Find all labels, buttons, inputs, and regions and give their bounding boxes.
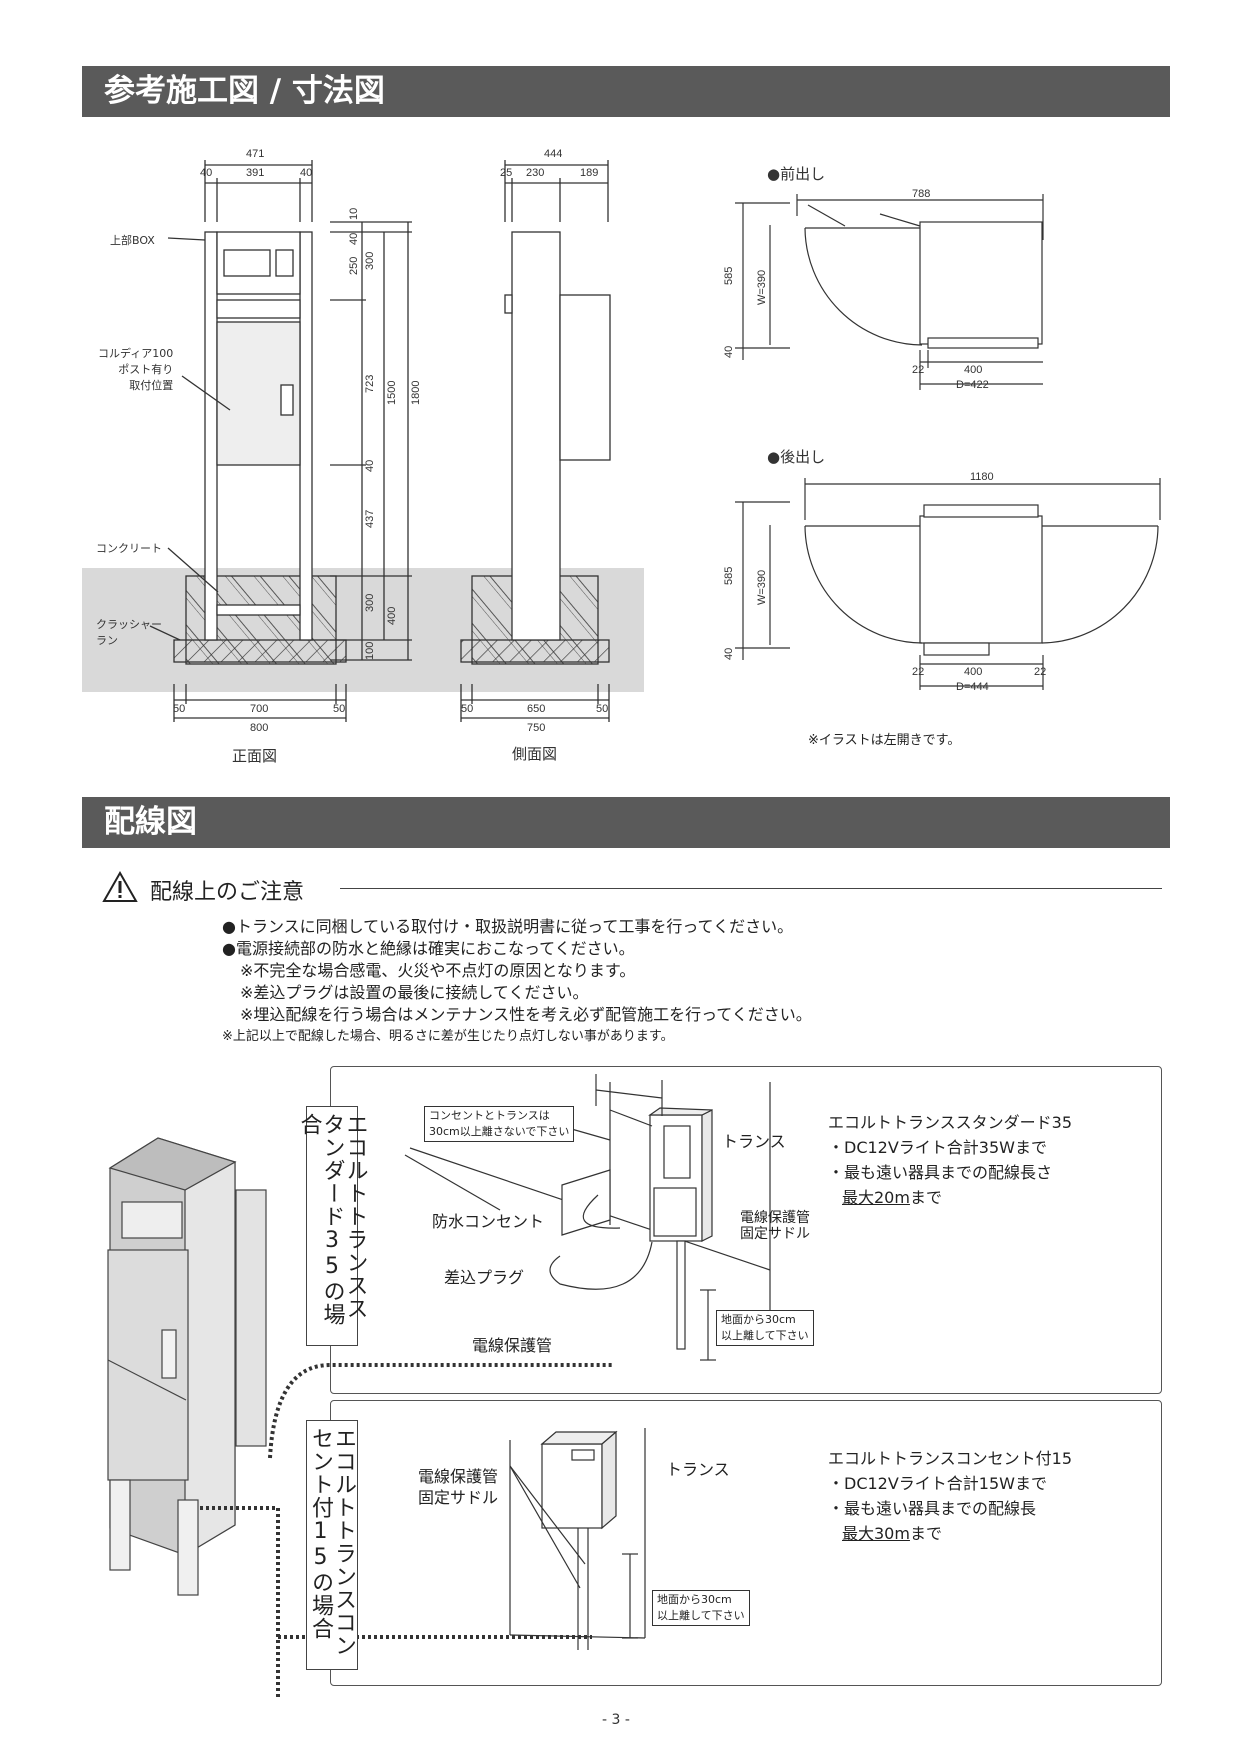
caution-rule bbox=[340, 888, 1162, 889]
caution-line-1: ●トランスに同梱している取付け・取扱説明書に従って工事を行ってください。 bbox=[222, 917, 794, 936]
wiring-illustrations bbox=[107, 1074, 771, 1700]
side-bdim-left: 50 bbox=[461, 703, 474, 715]
note-ground-outlet: 地面から30cm 以上離して下さい bbox=[652, 1590, 750, 1626]
side-bdim-middle: 650 bbox=[527, 703, 546, 715]
side-dim-b: 230 bbox=[526, 167, 545, 179]
warning-icon bbox=[102, 871, 138, 902]
page-number: - 3 - bbox=[602, 1712, 630, 1728]
wiring-panel-outlet bbox=[330, 1400, 1162, 1686]
label-plug: 差込プラグ bbox=[444, 1268, 525, 1287]
post-illustration bbox=[107, 1137, 267, 1596]
front-bdim-total: 800 bbox=[250, 722, 269, 734]
front-vdim-5: 1500 bbox=[386, 380, 398, 405]
front-vdim-11: 100 bbox=[364, 641, 376, 660]
plan-back-depth-585: 585 bbox=[723, 566, 735, 585]
side-view-drawing bbox=[460, 160, 611, 722]
front-vdim-4: 723 bbox=[364, 374, 376, 393]
label-vertical-outlet: エコルトトランスコンセント付15の場合 bbox=[306, 1420, 358, 1670]
front-vdim-10: 400 bbox=[386, 606, 398, 625]
plan-back-width: 1180 bbox=[970, 471, 994, 483]
spec-outlet: エコルトトランスコンセント付15 ・DC12Vライト合計15Wまで ・最も遠い器… bbox=[828, 1449, 1073, 1543]
plan-front-b2: D=422 bbox=[956, 379, 989, 391]
front-dim-total: 471 bbox=[246, 148, 265, 160]
plan-back-drawing bbox=[735, 478, 1161, 690]
plan-back-b2: 22 bbox=[1034, 666, 1047, 678]
plan-back-b1: 400 bbox=[964, 666, 983, 678]
front-vdim-2: 250 bbox=[348, 256, 360, 275]
front-vdim-0: 10 bbox=[348, 207, 360, 220]
plan-back-b0: 22 bbox=[912, 666, 925, 678]
illustration-note: ※イラストは左開きです。 bbox=[808, 733, 961, 748]
label-concrete: コンクリート bbox=[96, 542, 162, 555]
plan-front-depth-585: 585 bbox=[723, 266, 735, 285]
label-mount-position: コルディア100 ポスト有り 取付位置 bbox=[98, 347, 174, 392]
label-crusher-run: クラッシャー ラン bbox=[96, 618, 162, 647]
plan-front-title: ●前出し bbox=[767, 165, 826, 183]
label-vertical-standard: エコルトトランススタンダード35の場合 bbox=[297, 1106, 368, 1346]
plan-back-b3: D=444 bbox=[956, 681, 989, 693]
front-bdim-left: 50 bbox=[173, 703, 186, 715]
caution-line-2: ●電源接続部の防水と絶縁は確実におこなってください。 bbox=[222, 939, 635, 958]
plan-front-depth-w: W=390 bbox=[756, 269, 768, 305]
label-waterproof-outlet: 防水コンセント bbox=[432, 1212, 545, 1231]
label-top-box: 上部BOX bbox=[110, 234, 155, 247]
section-header-wiring: 配線図 bbox=[82, 797, 1170, 848]
front-vdim-7: 40 bbox=[364, 459, 376, 472]
label-trans-outlet: トランス bbox=[666, 1460, 730, 1479]
caution-line-4: ※差込プラグは設置の最後に接続してください。 bbox=[240, 983, 589, 1002]
front-vdim-3: 300 bbox=[364, 251, 376, 270]
note-distance: コンセントとトランスは 30cm以上離さないで下さい bbox=[424, 1106, 575, 1142]
front-bdim-right: 50 bbox=[333, 703, 346, 715]
outlet-scene bbox=[509, 1428, 646, 1650]
standard-scene bbox=[404, 1074, 771, 1361]
construction-drawings bbox=[82, 160, 1161, 722]
plan-front-width: 788 bbox=[912, 188, 931, 200]
note-ground-standard: 地面から30cm 以上離して下さい bbox=[716, 1310, 814, 1346]
front-vdim-9: 300 bbox=[364, 593, 376, 612]
plan-front-depth-40: 40 bbox=[723, 345, 735, 358]
plan-front-b0: 22 bbox=[912, 364, 925, 376]
caution-title: 配線上のご注意 bbox=[150, 880, 305, 905]
front-vdim-6: 1800 bbox=[410, 380, 422, 405]
side-bdim-total: 750 bbox=[527, 722, 546, 734]
plan-front-drawing bbox=[735, 194, 1044, 390]
caution-footnote: ※上記以上で配線した場合、明るさに差が生じたり点灯しない事があります。 bbox=[222, 1029, 674, 1044]
front-view-drawing bbox=[149, 160, 412, 722]
plan-front-b1: 400 bbox=[964, 364, 983, 376]
plan-back-depth-w: W=390 bbox=[756, 569, 768, 605]
plan-back-depth-40: 40 bbox=[723, 647, 735, 660]
front-bdim-middle: 700 bbox=[250, 703, 269, 715]
side-dim-c: 189 bbox=[580, 167, 599, 179]
side-dim-a: 25 bbox=[500, 167, 513, 179]
label-saddle-standard: 電線保護管 固定サドル bbox=[740, 1210, 810, 1242]
front-dim-middle: 391 bbox=[246, 167, 265, 179]
plan-back-title: ●後出し bbox=[767, 448, 826, 466]
label-saddle-outlet: 電線保護管 固定サドル bbox=[418, 1467, 499, 1507]
spec-standard: エコルトトランススタンダード35 ・DC12Vライト合計35Wまで ・最も遠い器… bbox=[828, 1113, 1073, 1207]
side-bdim-right: 50 bbox=[596, 703, 609, 715]
side-view-caption: 側面図 bbox=[512, 745, 558, 763]
side-dim-total: 444 bbox=[544, 148, 563, 160]
section-header-construction: 参考施工図 / 寸法図 bbox=[82, 66, 1170, 117]
front-view-caption: 正面図 bbox=[232, 747, 278, 765]
caution-line-3: ※不完全な場合感電、火災や不点灯の原因となります。 bbox=[240, 961, 636, 980]
front-vdim-8: 437 bbox=[364, 509, 376, 528]
label-trans-standard: トランス bbox=[722, 1132, 786, 1151]
label-conduit: 電線保護管 bbox=[472, 1336, 553, 1355]
front-dim-left: 40 bbox=[200, 167, 213, 179]
front-vdim-1: 40 bbox=[348, 232, 360, 245]
caution-line-5: ※埋込配線を行う場合はメンテナンス性を考え必ず配管施工を行ってください。 bbox=[240, 1005, 812, 1024]
front-dim-right: 40 bbox=[300, 167, 313, 179]
